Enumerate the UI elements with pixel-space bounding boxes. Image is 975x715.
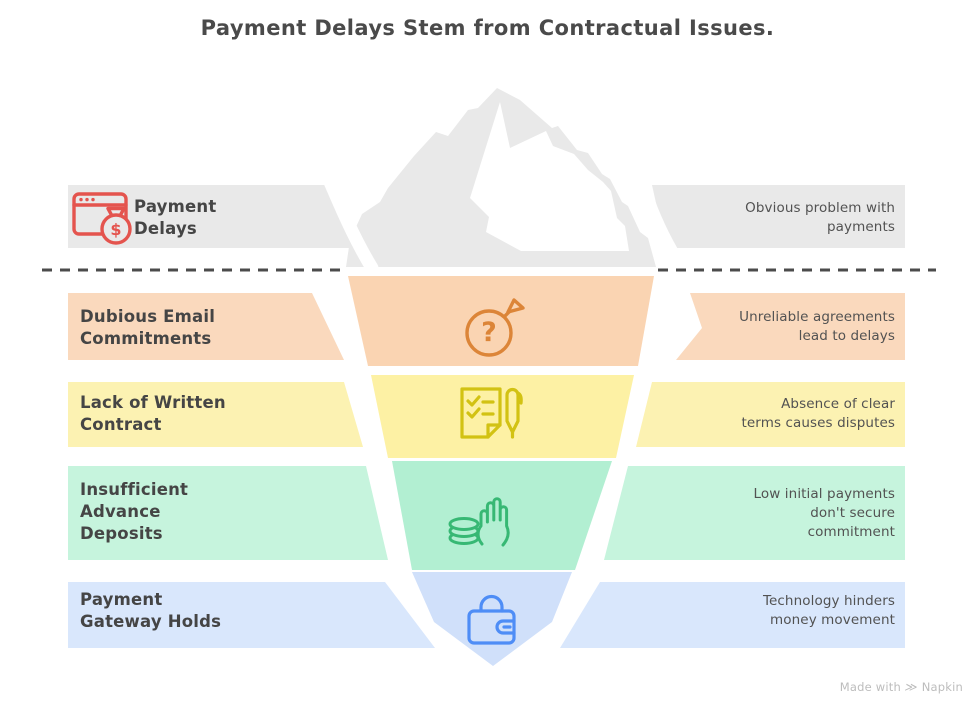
green-band-right <box>604 466 905 560</box>
label-dubious-email-commitments: Dubious Email Commitments <box>80 307 216 348</box>
funnel-segment-green <box>392 461 612 570</box>
pen-clip <box>516 391 523 405</box>
question-mark-arrow-icon: ? <box>465 298 525 357</box>
iceberg-snow-facet <box>470 102 629 251</box>
contract-document <box>460 387 502 439</box>
coins-hand-icon <box>448 497 510 547</box>
money-bag-card-icon: $ <box>72 192 132 245</box>
desc-payment-delays: Obvious problem with payments <box>745 200 895 235</box>
wallet-body <box>467 609 516 645</box>
iceberg-below-water <box>348 276 654 666</box>
iceberg-gap-left <box>323 175 379 275</box>
desc-insufficient-advance-deposits: Low initial payments don't secure commit… <box>753 486 895 540</box>
lock-shackle <box>479 594 504 613</box>
arrow-head <box>506 298 525 314</box>
card-window <box>72 192 128 236</box>
label-lack-of-written-contract: Lack of Written Contract <box>80 393 226 434</box>
row-payment-delays-bands <box>68 185 905 248</box>
check-2 <box>466 407 481 419</box>
gray-band-right <box>652 185 905 248</box>
desc-dubious-email-commitments: Unreliable agreements lead to delays <box>739 309 895 344</box>
page-title: Payment Delays Stem from Contractual Iss… <box>200 16 775 40</box>
blue-band-right <box>560 582 905 648</box>
pen <box>505 387 520 434</box>
hand <box>476 497 510 547</box>
footer-made-with-napkin[interactable]: Made with ≫ Napkin <box>840 680 963 694</box>
funnel-segment-orange <box>348 276 654 366</box>
question-glyph: ? <box>481 317 497 348</box>
funnel-segment-yellow <box>371 375 634 458</box>
money-bag: $ <box>100 206 132 245</box>
svg-text:$: $ <box>110 220 121 239</box>
coin-stack <box>448 517 480 545</box>
gray-band-left <box>68 185 354 248</box>
green-band-left <box>68 466 388 560</box>
row-lack-contract-bands <box>68 382 905 447</box>
yellow-band-right <box>636 382 905 447</box>
yellow-band-left <box>68 382 363 447</box>
iceberg-above-water <box>323 88 689 275</box>
napkin-logo-icon: ≫ <box>903 680 920 694</box>
card-dots <box>79 197 95 202</box>
question-circle <box>465 309 513 357</box>
napkin-brand-text: Napkin <box>921 680 963 694</box>
blue-band-left <box>68 582 435 648</box>
made-with-text: Made with <box>839 680 901 694</box>
desc-payment-gateway-holds: Technology hinders money movement <box>762 593 895 628</box>
funnel-segment-blue <box>412 572 572 666</box>
orange-band-right <box>676 293 905 360</box>
orange-band-left <box>68 293 344 360</box>
row-gateway-holds-bands <box>68 582 905 648</box>
document-fold <box>486 423 502 439</box>
lock-wallet-icon <box>467 594 516 645</box>
label-insufficient-advance-deposits: Insufficient Advance Deposits <box>80 480 189 543</box>
check-1 <box>466 395 481 407</box>
desc-lack-of-written-contract: Absence of clear terms causes disputes <box>741 396 895 431</box>
row-advance-deposits-bands <box>68 466 905 560</box>
label-payment-delays: Payment Delays <box>134 197 217 238</box>
label-payment-gateway-holds: Payment Gateway Holds <box>80 590 222 631</box>
contract-pen-icon <box>460 387 523 439</box>
iceberg-gap-right <box>638 185 689 275</box>
wallet-card-slot <box>495 619 516 635</box>
row-dubious-email-bands <box>68 293 905 360</box>
